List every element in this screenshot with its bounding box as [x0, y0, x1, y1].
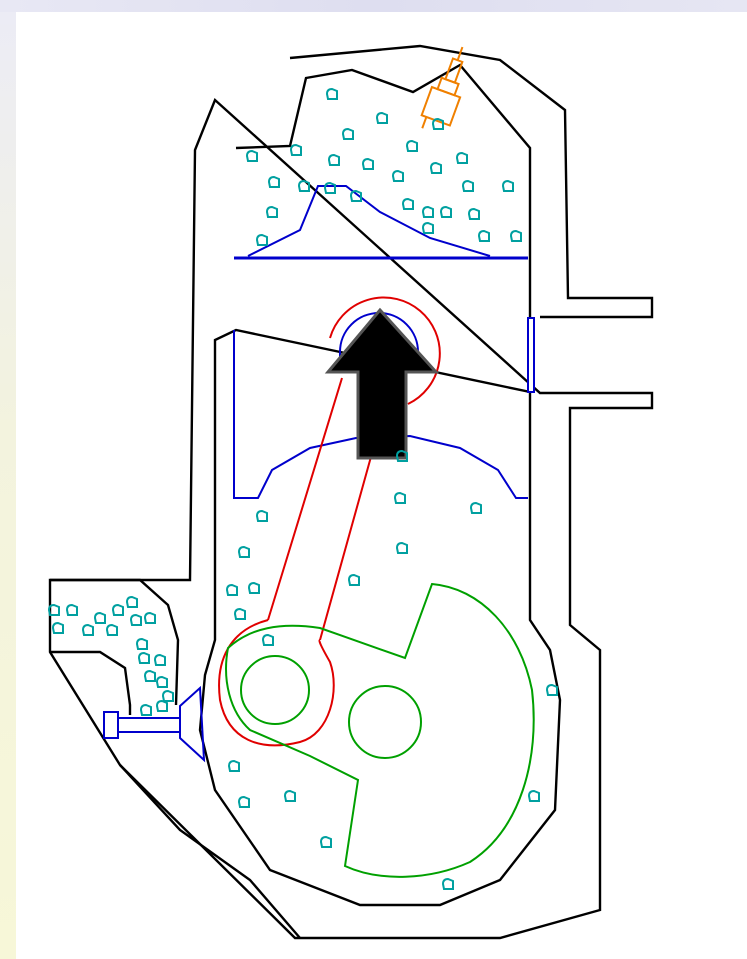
fuel-particle — [421, 221, 434, 234]
fuel-particle — [319, 835, 332, 848]
fuel-particles — [47, 87, 558, 890]
fuel-particle — [405, 139, 418, 152]
fuel-particle — [283, 789, 296, 802]
fuel-particle — [439, 205, 452, 218]
fuel-particle — [65, 603, 78, 616]
crank-pin — [240, 655, 310, 725]
fuel-particle — [527, 789, 540, 802]
fuel-particle — [429, 161, 442, 174]
fuel-particle — [143, 611, 156, 624]
exhaust-port-opening — [527, 317, 535, 393]
fuel-particle — [267, 175, 280, 188]
fuel-particle — [375, 111, 388, 124]
fuel-particle — [467, 207, 480, 220]
slide-left-band — [0, 0, 16, 959]
fuel-particle — [401, 197, 414, 210]
crankshaft-main-bearing — [348, 685, 422, 759]
crankcase-lower-wall — [119, 764, 301, 939]
fuel-particle — [135, 637, 148, 650]
piston-body — [233, 330, 528, 499]
fuel-particle — [227, 759, 240, 772]
fuel-particle — [153, 653, 166, 666]
connecting-rod-small-end — [329, 296, 441, 405]
fuel-particle — [477, 229, 490, 242]
fuel-particle — [47, 603, 60, 616]
fuel-particle — [237, 795, 250, 808]
fuel-particle — [469, 501, 482, 514]
fuel-particle — [51, 621, 64, 634]
fuel-particle — [143, 669, 156, 682]
fuel-particle — [421, 205, 434, 218]
fuel-particle — [509, 229, 522, 242]
fuel-particle — [161, 689, 174, 702]
reed-valve-icon — [103, 685, 206, 763]
slide-top-band — [0, 0, 747, 12]
fuel-particle — [501, 179, 514, 192]
fuel-particle — [233, 607, 246, 620]
fuel-particle — [297, 179, 310, 192]
combustion-dome — [247, 185, 491, 257]
fuel-particle — [81, 623, 94, 636]
fuel-particle — [289, 143, 302, 156]
fuel-particle — [225, 583, 238, 596]
fuel-particle — [255, 509, 268, 522]
fuel-particle — [125, 595, 138, 608]
fuel-particle — [155, 675, 168, 688]
fuel-particle — [323, 181, 336, 194]
spark-plug-icon — [420, 46, 464, 129]
fuel-particle — [461, 179, 474, 192]
fuel-particle — [255, 233, 268, 246]
cylinder-inner-wall — [198, 63, 562, 907]
fuel-particle — [395, 541, 408, 554]
fuel-particle — [247, 581, 260, 594]
connecting-rod-big-end — [218, 619, 335, 747]
fuel-particle — [245, 149, 258, 162]
fuel-particle — [455, 151, 468, 164]
fuel-particle — [391, 169, 404, 182]
fuel-particle — [137, 651, 150, 664]
fuel-particle — [325, 87, 338, 100]
fuel-particle — [327, 153, 340, 166]
fuel-particle — [129, 613, 142, 626]
fuel-particle — [139, 703, 152, 716]
fuel-particle — [341, 127, 354, 140]
fuel-particle — [111, 603, 124, 616]
fuel-particle — [105, 623, 118, 636]
piston-pin — [339, 312, 419, 373]
fuel-particle — [395, 449, 408, 462]
fuel-particle — [237, 545, 250, 558]
fuel-particle — [393, 491, 406, 504]
fuel-particle — [261, 633, 274, 646]
engine-housing-outer — [48, 44, 654, 940]
fuel-particle — [265, 205, 278, 218]
intake-port — [50, 578, 180, 715]
upward-arrow-icon — [324, 307, 440, 460]
fuel-particle — [431, 117, 444, 130]
fuel-particle — [545, 683, 558, 696]
fuel-particle — [349, 189, 362, 202]
fuel-particle — [361, 157, 374, 170]
fuel-particle — [347, 573, 360, 586]
fuel-particle — [441, 877, 454, 890]
fuel-particle — [93, 611, 106, 624]
crankshaft-counterweight — [225, 582, 535, 878]
fuel-particle — [155, 699, 168, 712]
